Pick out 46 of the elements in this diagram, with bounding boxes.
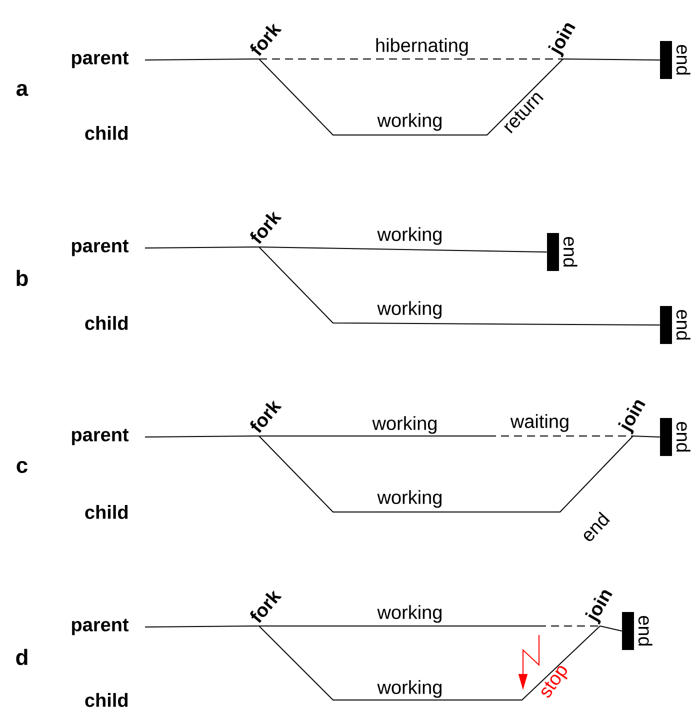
timeline-line (258, 246, 548, 252)
timeline-line (144, 58, 260, 60)
timeline-line (258, 436, 634, 512)
node-label: end (638, 616, 652, 646)
edge-label: working (377, 113, 442, 131)
process-label: child (85, 316, 128, 330)
end-bar: end (660, 306, 690, 344)
timeline-line (144, 246, 260, 248)
node-label: end (676, 422, 690, 452)
process-label: child (85, 505, 128, 519)
process-label: parent (72, 52, 129, 68)
edge-label: working (377, 605, 442, 623)
timeline-line (258, 58, 564, 136)
edge-label: working (377, 680, 442, 698)
timeline-line (144, 436, 260, 438)
timeline-line (632, 436, 660, 438)
timeline-line (144, 626, 260, 628)
edge-label: working (377, 227, 442, 245)
panel-letter: c (16, 460, 28, 474)
panel-letter: b (16, 270, 28, 286)
timeline-line (258, 626, 600, 700)
panel-letter: d (16, 648, 28, 666)
timeline-line (258, 58, 564, 60)
process-label: child (85, 693, 128, 707)
process-label: child (85, 126, 128, 140)
line-label: end (584, 512, 610, 541)
edge-label: working (377, 301, 442, 319)
end-bar: end (547, 233, 578, 271)
end-bar: end (660, 418, 690, 456)
timeline-line (562, 58, 660, 60)
line-label: stop (541, 666, 568, 698)
end-bar: end (660, 41, 690, 79)
end-bar: end (622, 612, 652, 650)
process-label: parent (72, 618, 129, 636)
process-label: parent (72, 428, 129, 446)
edge-label: hibernating (376, 38, 468, 56)
node-label: end (563, 236, 578, 267)
timeline-line (258, 246, 660, 326)
node-label: end (676, 310, 690, 340)
edge-label: working (372, 416, 436, 434)
node-label: end (676, 44, 690, 75)
edge-label: working (377, 490, 442, 508)
panel-letter: a (16, 84, 28, 96)
timeline-line (600, 626, 622, 632)
process-label: parent (72, 240, 129, 256)
line-label: waiting (510, 414, 568, 432)
